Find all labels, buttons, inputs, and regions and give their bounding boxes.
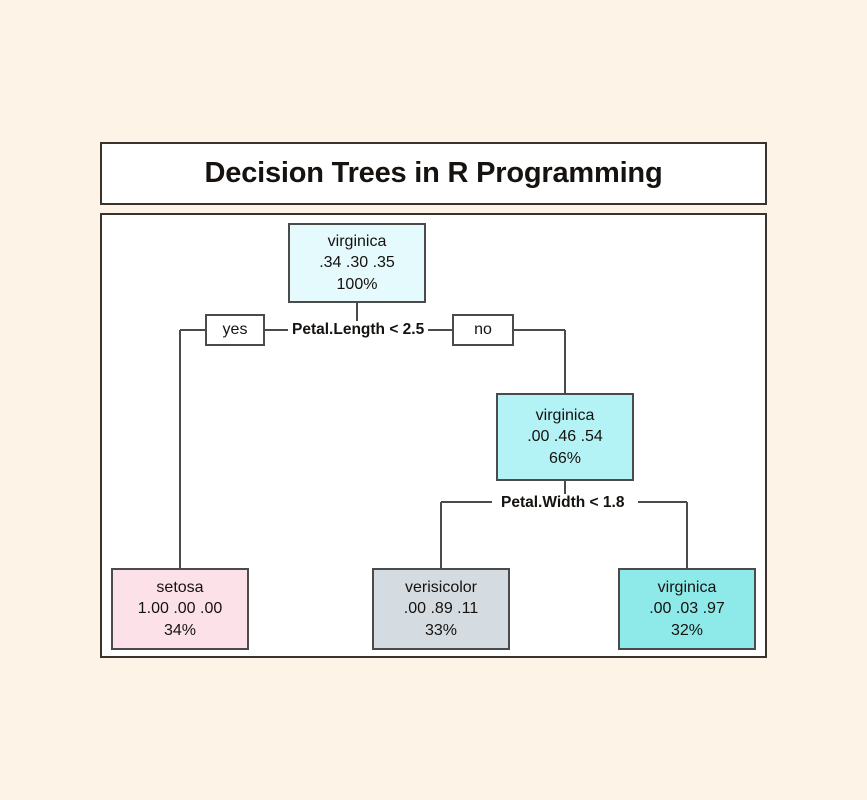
node-class-label: virginica [657,578,717,596]
tree-leaf-setosa[interactable]: setosa 1.00 .00 .00 34% [111,568,249,650]
node-probabilities: .00 .46 .54 [527,428,603,446]
node-class-label: virginica [535,406,595,424]
node-percent: 100% [336,275,378,293]
node-percent: 34% [163,621,197,639]
node-class-label: setosa [156,578,204,596]
split-condition-petal-length: Petal.Length < 2.5 [288,321,429,339]
node-probabilities: 1.00 .00 .00 [137,600,223,618]
node-probabilities: .00 .03 .97 [649,600,725,618]
split-condition-petal-width: Petal.Width < 1.8 [497,494,629,512]
tree-leaf-virginica[interactable]: virginica .00 .03 .97 32% [618,568,756,650]
tree-node-right-branch[interactable]: virginica .00 .46 .54 66% [496,393,634,481]
tree-leaf-verisicolor[interactable]: verisicolor .00 .89 .11 33% [372,568,510,650]
node-probabilities: .00 .89 .11 [403,600,479,618]
split-yes-box[interactable]: yes [205,314,265,346]
split-no-box[interactable]: no [452,314,514,346]
node-probabilities: .34 .30 .35 [319,254,395,272]
node-class-label: virginica [327,232,387,250]
node-percent: 66% [548,449,582,467]
node-percent: 33% [424,621,458,639]
node-percent: 32% [670,621,704,639]
tree-node-root[interactable]: virginica .34 .30 .35 100% [288,223,426,303]
node-class-label: verisicolor [404,578,477,596]
split-yes-label: yes [222,321,248,338]
split-no-label: no [474,321,492,338]
title-panel: Decision Trees in R Programming [100,142,767,205]
page-title: Decision Trees in R Programming [204,157,663,189]
